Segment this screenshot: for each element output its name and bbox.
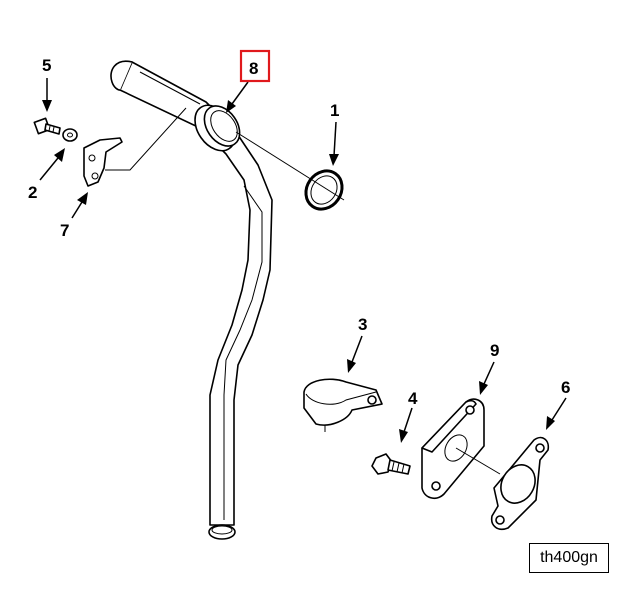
bracket-icon	[83, 137, 123, 187]
washer-icon	[62, 128, 78, 142]
callout-3: 3	[358, 315, 367, 334]
bolt-small-icon	[33, 117, 61, 135]
leader-arrows	[39, 78, 567, 443]
callout-4: 4	[408, 389, 418, 408]
bolt-large-icon	[371, 453, 411, 475]
callout-9: 9	[490, 341, 499, 360]
highlight-box	[239, 49, 271, 83]
figure-reference-label: th400gn	[529, 543, 609, 573]
flange-plate-icon	[421, 398, 501, 500]
callout-6: 6	[561, 378, 570, 397]
callout-8: 8	[249, 59, 258, 78]
callout-1: 1	[330, 101, 339, 120]
callout-2: 2	[28, 183, 37, 202]
callout-5: 5	[42, 56, 51, 75]
callout-7: 7	[60, 221, 69, 240]
o-ring-icon	[235, 131, 345, 211]
clamp-icon	[303, 378, 383, 432]
gasket-icon	[490, 436, 550, 531]
tube-assembly	[105, 60, 273, 540]
